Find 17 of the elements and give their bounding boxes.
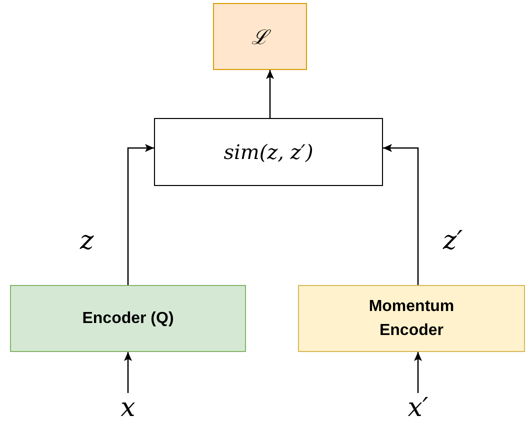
arrow (124, 352, 132, 393)
arrow (414, 352, 422, 393)
arrow (383, 144, 419, 285)
variable-label: x′ (408, 393, 428, 423)
math-label: ℒ (252, 23, 268, 50)
arrow (266, 70, 274, 118)
encoder-box (10, 285, 246, 352)
arrow (127, 144, 154, 285)
similarity-box (154, 118, 383, 186)
encoder-box (298, 285, 525, 352)
math-label: sim(z, z′) (224, 140, 314, 164)
edge-label: z (80, 228, 94, 254)
variable-label: x (120, 393, 136, 423)
edge-label: z′ (443, 228, 463, 254)
node-label: Momentum Encoder (368, 297, 456, 340)
node-label: Encoder (Q) (82, 308, 174, 329)
loss-box (213, 3, 307, 70)
